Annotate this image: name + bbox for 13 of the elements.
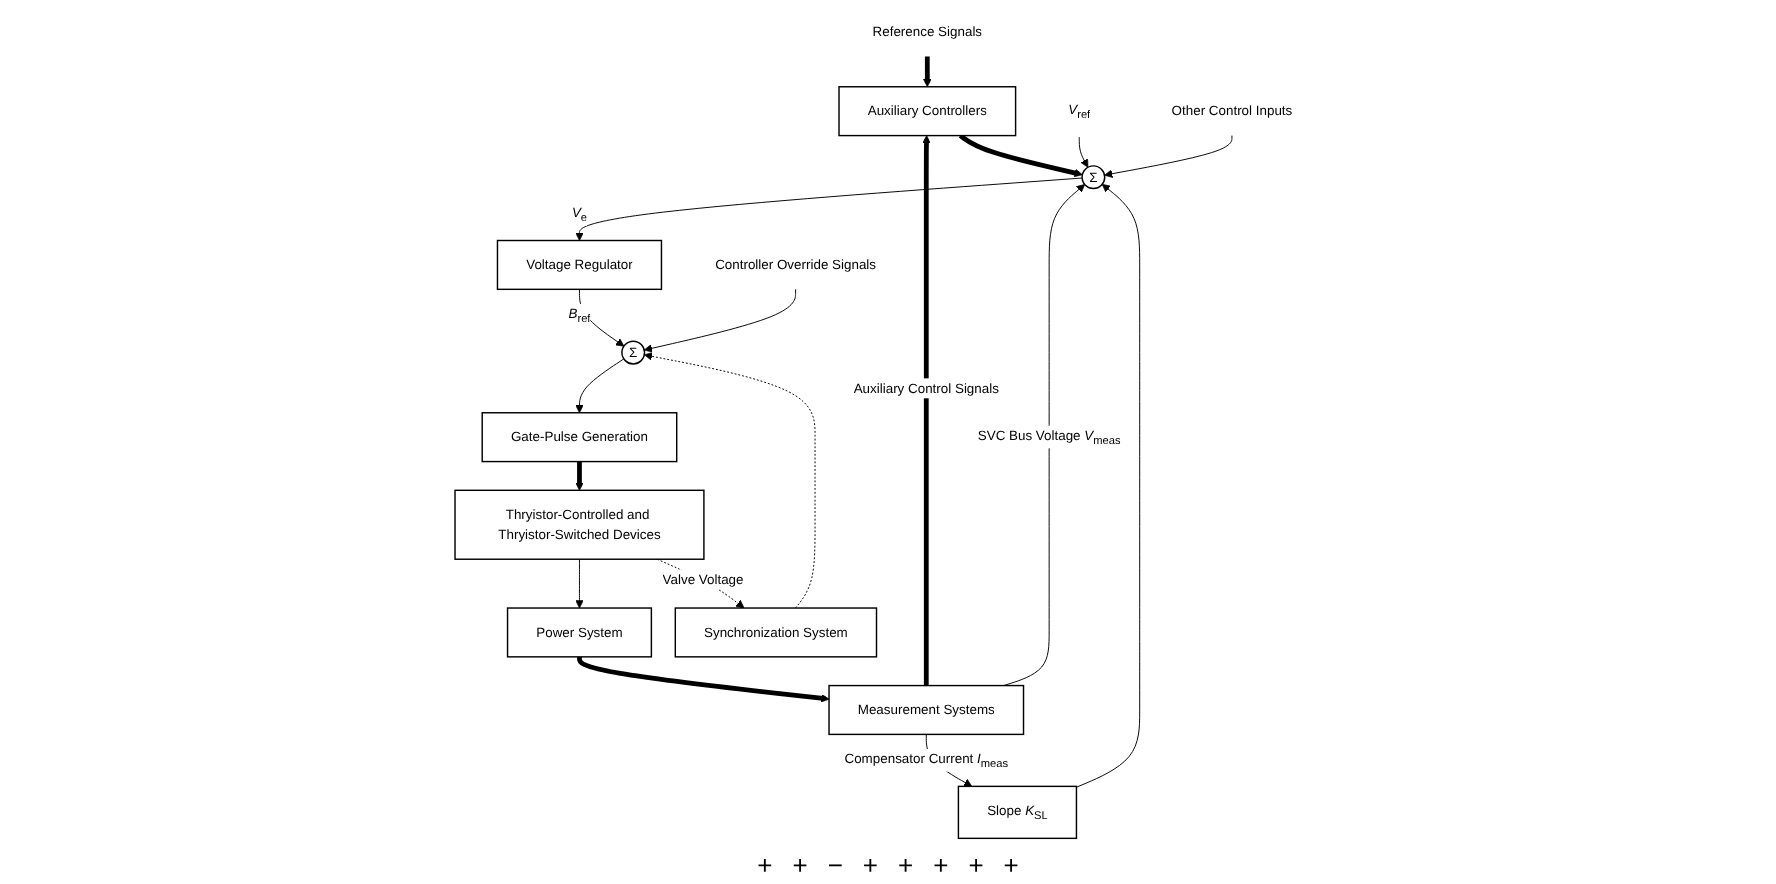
- sign-label: +: [898, 850, 914, 880]
- arrow: [577, 656, 830, 703]
- sign-label: +: [862, 850, 878, 880]
- sign-label: +: [968, 850, 984, 880]
- arrow: [575, 461, 584, 491]
- sign-label: +: [1003, 850, 1019, 880]
- arrow: [922, 135, 931, 686]
- sign-label: +: [792, 850, 808, 880]
- arrow: [958, 133, 1083, 178]
- sign-label: +: [757, 850, 773, 880]
- arrow: [923, 56, 932, 88]
- sign-label: +: [933, 850, 949, 880]
- sign-label: −: [827, 850, 843, 880]
